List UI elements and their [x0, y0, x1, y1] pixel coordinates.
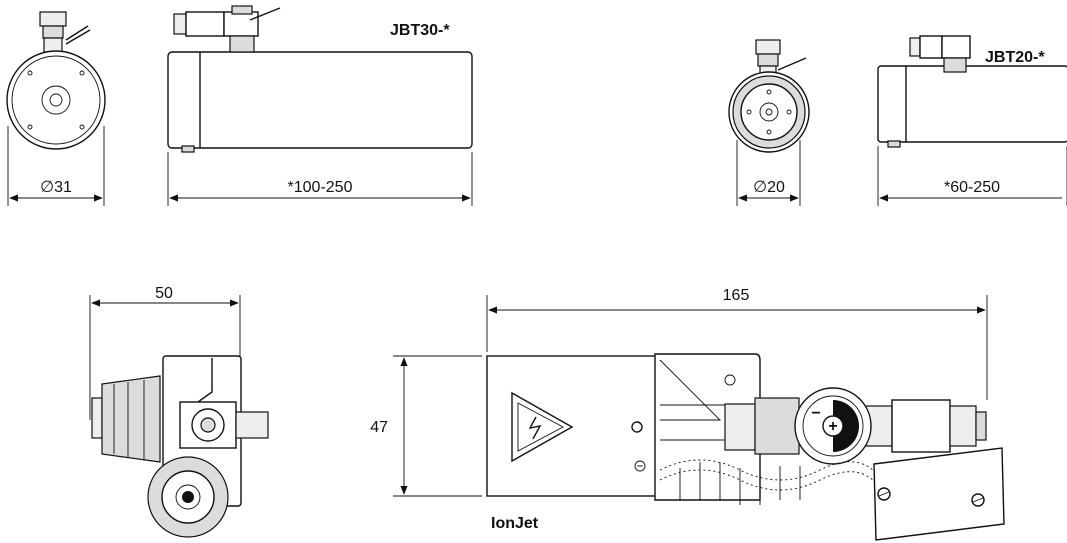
model-label-jbt30: JBT30-* [390, 22, 450, 39]
jbt20-end-view [728, 39, 810, 206]
jbt30-side-view [167, 5, 473, 206]
high-voltage-warning-icon [511, 391, 574, 463]
plus-icon: + [828, 418, 837, 435]
dim-dia-31: ∅31 [40, 179, 72, 196]
jbt30-end-view [6, 11, 106, 206]
ionjet-side-view [89, 295, 269, 538]
minus-icon: − [811, 405, 820, 422]
jbt20-side-view [877, 35, 1067, 206]
adjustment-knob: + − [794, 387, 872, 465]
dim-length-165: 165 [723, 287, 750, 304]
dim-dia-20: ∅20 [753, 179, 785, 196]
model-label-jbt20: JBT20-* [985, 49, 1045, 66]
ionjet-top-view: + − [393, 295, 1005, 541]
dim-length-60-250: *60-250 [944, 179, 1000, 196]
product-label-ionjet: IonJet [491, 515, 539, 532]
coiled-cable [659, 459, 881, 505]
dim-width-50: 50 [155, 285, 173, 302]
dim-height-47: 47 [370, 419, 388, 436]
junction-box [873, 447, 1005, 541]
dim-length-100-250: *100-250 [288, 179, 353, 196]
